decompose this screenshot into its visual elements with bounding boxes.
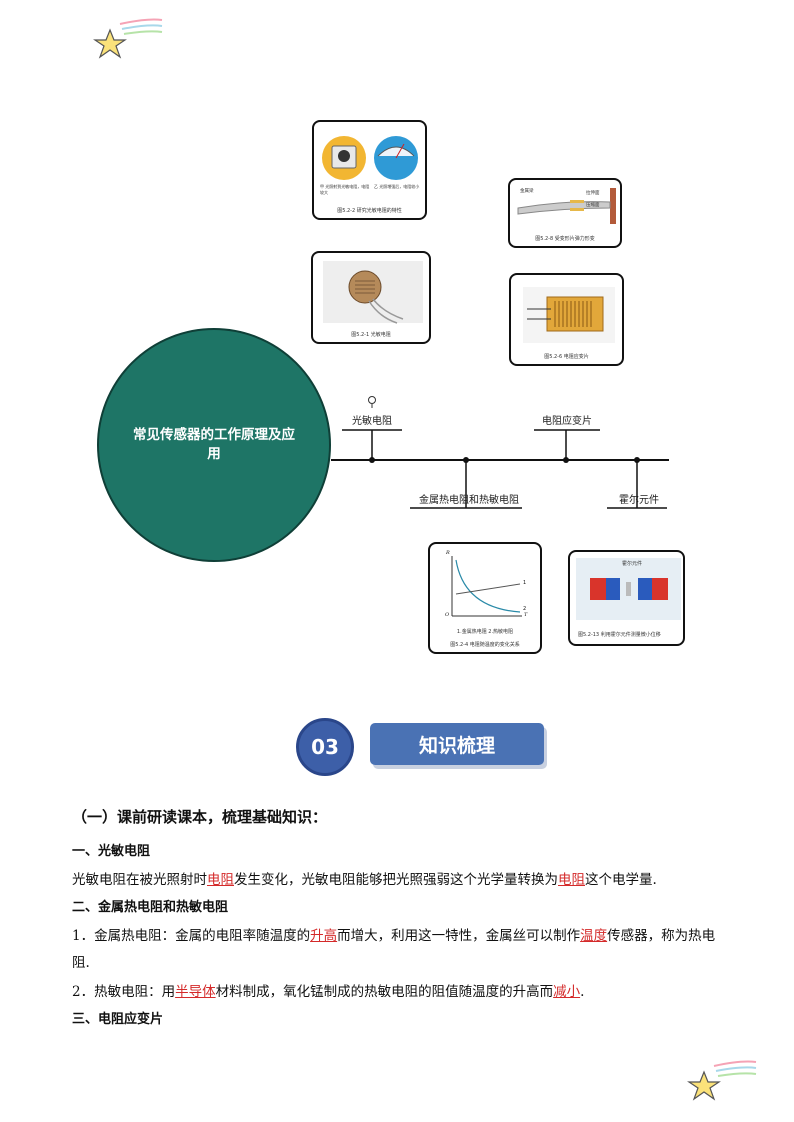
graph-axis-r: R [446, 550, 450, 556]
center-title: 常见传感器的工作原理及应用 [133, 427, 295, 462]
photoresistor-image: 图5.2-1 光敏电阻 [311, 251, 431, 344]
hall-element-image: 霍尔元件 图5.2-13 利用霍尔元件测量微小位移 [568, 550, 685, 646]
answer-blank: 半导体 [175, 984, 216, 1000]
text-span: 传感器，称为热电阻. [72, 928, 716, 971]
bulb-icon [368, 396, 376, 408]
text-span: 这个电学量. [585, 872, 657, 888]
section-banner: 03 知识梳理 [296, 718, 548, 776]
shooting-star-icon [687, 1060, 757, 1101]
section-2-title: 二、金属热电阻和热敏电阻 [72, 900, 229, 915]
section-1-title: 一、光敏电阻 [72, 844, 151, 859]
resistance-temperature-graph-image: R T O 1 2 1.金属热电阻 2.热敏电阻 图5.2-4 电阻随温度的变化… [428, 542, 542, 654]
section-3-title: 三、电阻应变片 [72, 1012, 164, 1027]
text-span: 发生变化，光敏电阻能够把光照强弱这个光学量转换为 [234, 872, 558, 888]
bend-bottom-label: 压缩面 [586, 203, 600, 208]
branch-thermistor: 金属热电阻和热敏电阻 [419, 495, 519, 506]
mind-map-lines [331, 396, 669, 509]
knowledge-content: （一）课前研读课本，梳理基础知识： 一、光敏电阻 光敏电阻在被光照射时电阻发生变… [72, 806, 732, 1035]
text-span: 材料制成，氧化锰制成的热敏电阻的阻值随温度的升高而 [215, 984, 554, 1000]
mind-map: 常见传感器的工作原理及应用 光敏电阻 电阻应变片 金属热电阻和热敏电阻 霍尔元件… [0, 110, 794, 670]
photoresistor-experiment-image: 甲 光照射到光敏电阻，电阻较大 乙 光照增强后，电阻较小 图5.2-2 研究光敏… [312, 120, 427, 220]
bend-top-label: 拉伸面 [586, 191, 600, 196]
branch-photoresistor: 光敏电阻 [352, 416, 392, 427]
photo1-note-b: 乙 光照增强后，电阻较小 [374, 184, 420, 189]
text-span: 光敏电阻在被光照射时 [72, 872, 207, 888]
strain-gauge-image: 图5.2-6 电阻应变片 [509, 273, 624, 366]
bending-beam-image: 金属梁 拉伸面 压缩面 图5.2-8 受变形片弹力形变 [508, 178, 622, 248]
section-title: 知识梳理 [370, 723, 544, 765]
graph-curve-2: 2 [523, 606, 527, 612]
text-span: 而增大，利用这一特性，金属丝可以制作 [337, 928, 581, 944]
section-1-paragraph: 光敏电阻在被光照射时电阻发生变化，光敏电阻能够把光照强弱这个光学量转换为电阻这个… [72, 867, 732, 894]
graph-caption: 图5.2-4 电阻随温度的变化关系 [450, 642, 520, 648]
section-2-paragraph-1: 1．金属热电阻：金属的电阻率随温度的升高而增大，利用这一特性，金属丝可以制作温度… [72, 923, 732, 977]
hall-label: 霍尔元件 [622, 561, 643, 567]
mind-map-center: 常见传感器的工作原理及应用 [97, 328, 331, 562]
content-heading: （一）课前研读课本，梳理基础知识： [72, 808, 328, 826]
graph-axis-t: T [524, 612, 528, 618]
shooting-star-icon [93, 18, 163, 59]
text-span: 2．热敏电阻：用 [72, 984, 176, 1000]
text-span: . [580, 984, 585, 1000]
branch-hall: 霍尔元件 [619, 495, 659, 506]
branch-strain-gauge: 电阻应变片 [542, 416, 592, 427]
bend-caption: 图5.2-8 受变形片弹力形变 [535, 236, 595, 242]
answer-blank: 减小 [553, 984, 581, 1000]
bend-left-label: 金属梁 [520, 189, 534, 194]
text-span: 1．金属热电阻：金属的电阻率随温度的 [72, 928, 311, 944]
section-number-badge: 03 [296, 718, 354, 776]
answer-blank: 电阻 [207, 872, 234, 888]
graph-legend: 1.金属热电阻 2.热敏电阻 [456, 629, 514, 635]
graph-curve-1: 1 [523, 580, 527, 586]
answer-blank: 温度 [580, 928, 608, 944]
photo2-caption: 图5.2-1 光敏电阻 [351, 332, 391, 338]
answer-blank: 电阻 [558, 872, 585, 888]
graph-origin: O [445, 612, 450, 618]
photo1-caption: 图5.2-2 研究光敏电阻的特性 [337, 208, 402, 214]
strain-caption: 图5.2-6 电阻应变片 [544, 354, 589, 360]
hall-caption: 图5.2-13 利用霍尔元件测量微小位移 [578, 632, 661, 638]
section-2-paragraph-2: 2．热敏电阻：用半导体材料制成，氧化锰制成的热敏电阻的阻值随温度的升高而减小. [72, 979, 732, 1006]
answer-blank: 升高 [310, 928, 338, 944]
photo1-note-a: 甲 光照射到光敏电阻，电阻较大 [320, 184, 370, 195]
